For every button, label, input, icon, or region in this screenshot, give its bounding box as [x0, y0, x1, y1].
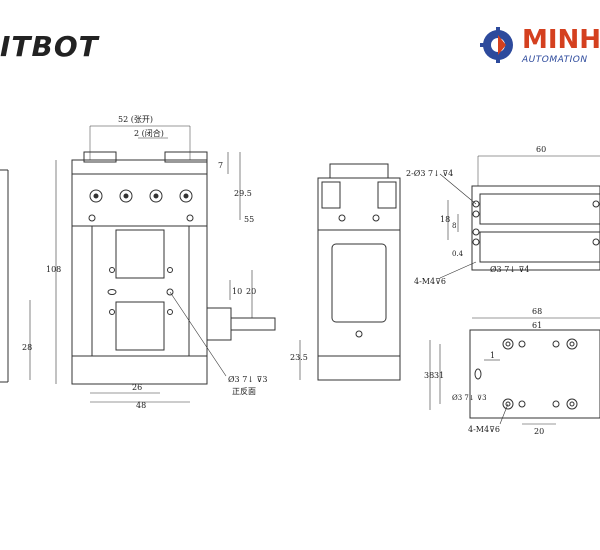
brand-name: MINH — [522, 25, 600, 55]
dim-108: 108 — [46, 265, 61, 274]
dim-31: 31 — [434, 371, 444, 380]
side-view — [299, 163, 401, 381]
dim-68: 68 — [532, 307, 542, 316]
dim-23-5: 23.5 — [290, 353, 308, 362]
hole-note-bottom: Ø3 7↓ ⊽3 — [452, 394, 487, 402]
dim-8: 8 — [452, 222, 456, 230]
itbot-logo: ITBOT — [0, 30, 99, 63]
dim-48: 48 — [136, 401, 146, 410]
dim-38: 38 — [424, 371, 434, 380]
dim-20: 20 — [246, 287, 256, 296]
dim-55: 55 — [244, 215, 254, 224]
brand-sub: AUTOMATION — [522, 55, 588, 65]
bottom-view — [429, 317, 600, 425]
left-edge-view — [0, 169, 31, 383]
dim-0-4: 0.4 — [452, 250, 464, 258]
dim-61: 61 — [532, 321, 542, 330]
dim-7: 7 — [218, 161, 223, 170]
dim-1: 1 — [490, 351, 495, 360]
dim-60: 60 — [536, 145, 546, 154]
dim-20-bottom: 20 — [534, 427, 544, 436]
hole-note-top: 2-Ø3 7↓ ⊽4 — [406, 169, 453, 178]
hole-note-mid: Ø3 7↓ ⊽4 — [490, 265, 529, 274]
hole-note-m4-top: 4-M4⊽6 — [414, 277, 446, 286]
front-view — [55, 125, 276, 403]
dim-18: 18 — [440, 215, 450, 224]
dim-28: 28 — [22, 343, 32, 352]
hole-note-front-2: 正反面 — [232, 386, 256, 396]
hole-note-front: Ø3 7↓ ⊽3 — [228, 375, 267, 384]
dim-29-5: 29.5 — [234, 189, 252, 198]
hole-note-m4-bottom: 4-M4⊽6 — [468, 425, 500, 434]
minh-automation-logo: MINH AUTOMATION — [480, 25, 600, 70]
dim-open: 52 (张开) — [118, 115, 153, 124]
gear-icon — [480, 27, 513, 63]
dim-26: 26 — [132, 383, 142, 392]
top-view — [439, 155, 600, 279]
dim-closed: 2 (闭合) — [134, 128, 164, 138]
dim-10: 10 — [232, 287, 242, 296]
